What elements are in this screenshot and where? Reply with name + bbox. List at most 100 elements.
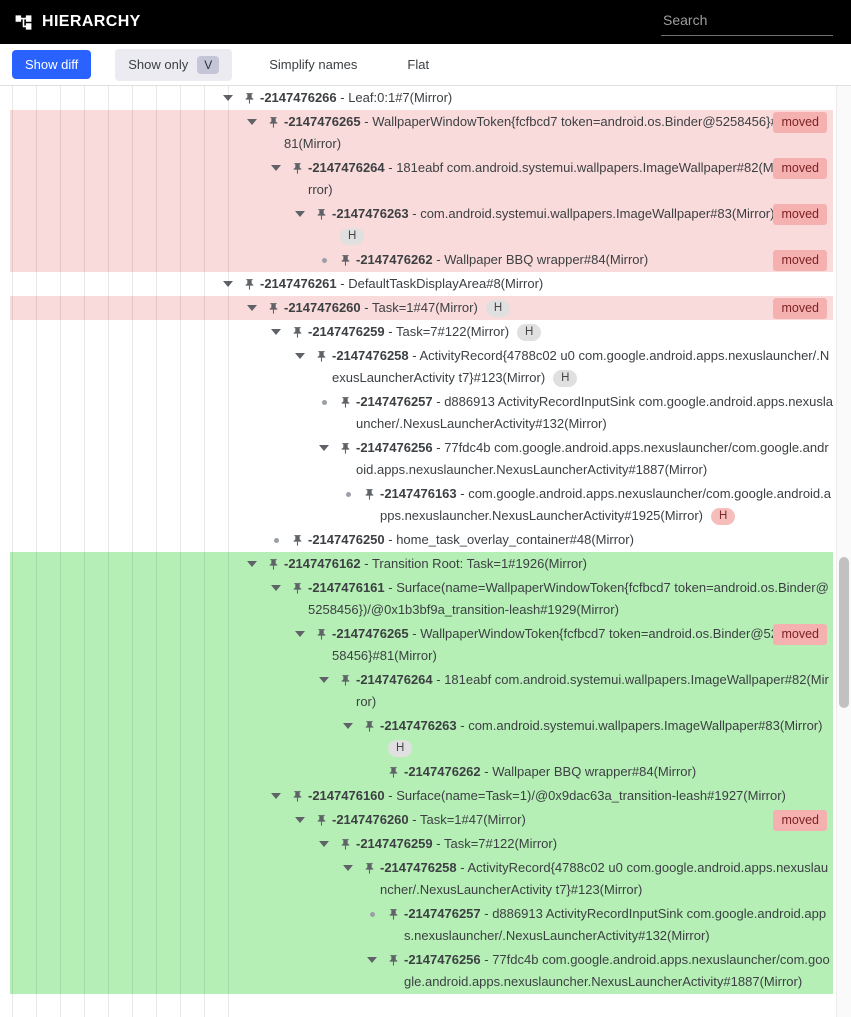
pin-icon[interactable] <box>262 553 284 575</box>
node-label: Transition Root: Task=1#1926(Mirror) <box>371 556 587 571</box>
pin-icon[interactable] <box>382 903 404 925</box>
node-id: -2147476258 <box>332 348 409 363</box>
collapse-arrow-icon[interactable] <box>218 87 238 109</box>
collapse-arrow-icon[interactable] <box>242 297 262 319</box>
collapse-arrow-icon[interactable] <box>218 273 238 295</box>
pin-icon[interactable] <box>310 345 332 367</box>
pin-icon[interactable] <box>286 529 308 551</box>
pin-icon[interactable] <box>262 297 284 319</box>
node-id: -2147476264 <box>308 160 385 175</box>
tree-node[interactable]: -2147476258 - ActivityRecord{4788c02 u0 … <box>10 344 833 390</box>
tree-node[interactable]: -2147476261 - DefaultTaskDisplayArea#8(M… <box>10 272 833 296</box>
scrollbar[interactable] <box>836 86 851 1017</box>
tree-node[interactable]: -2147476264 - 181eabf com.android.system… <box>10 156 833 202</box>
tree-node[interactable]: -2147476264 - 181eabf com.android.system… <box>10 668 833 714</box>
node-id: -2147476250 <box>308 532 385 547</box>
pin-icon[interactable] <box>334 669 356 691</box>
collapse-arrow-icon[interactable] <box>242 111 262 133</box>
collapse-arrow-icon[interactable] <box>266 321 286 343</box>
top-bar: HIERARCHY <box>0 0 851 44</box>
node-text: -2147476258 - ActivityRecord{4788c02 u0 … <box>380 860 829 897</box>
h-chip: H <box>485 300 511 317</box>
tree-node[interactable]: -2147476262 - Wallpaper BBQ wrapper#84(M… <box>10 248 833 272</box>
collapse-arrow-icon[interactable] <box>338 715 358 737</box>
pin-icon[interactable] <box>286 321 308 343</box>
pin-icon[interactable] <box>334 249 356 271</box>
tree-node[interactable]: -2147476250 - home_task_overlay_containe… <box>10 528 833 552</box>
tree-node[interactable]: -2147476263 - com.android.systemui.wallp… <box>10 202 833 248</box>
show-only-button[interactable]: Show only V <box>115 48 233 81</box>
tree-node[interactable]: -2147476259 - Task=7#122(Mirror)H <box>10 320 833 344</box>
tree-node[interactable]: -2147476161 - Surface(name=WallpaperWind… <box>10 576 833 622</box>
flat-button[interactable]: Flat <box>394 50 442 79</box>
collapse-arrow-icon[interactable] <box>266 577 286 599</box>
collapse-arrow-icon[interactable] <box>338 857 358 879</box>
scrollbar-thumb[interactable] <box>839 557 849 708</box>
pin-icon[interactable] <box>238 273 260 295</box>
tree-node[interactable]: -2147476260 - Task=1#47(Mirror)moved <box>10 808 833 832</box>
pin-icon[interactable] <box>286 577 308 599</box>
show-only-label: Show only <box>128 57 189 72</box>
collapse-arrow-icon[interactable] <box>362 949 382 971</box>
tree-node[interactable]: -2147476160 - Surface(name=Task=1)/@0x9d… <box>10 784 833 808</box>
collapse-arrow-icon[interactable] <box>314 669 334 691</box>
pin-icon[interactable] <box>262 111 284 133</box>
tree-node[interactable]: -2147476257 - d886913 ActivityRecordInpu… <box>10 390 833 436</box>
pin-icon[interactable] <box>334 437 356 459</box>
node-label: Task=1#47(Mirror) <box>371 300 478 315</box>
tree-node[interactable]: -2147476265 - WallpaperWindowToken{fcfbc… <box>10 622 833 668</box>
pin-icon[interactable] <box>334 833 356 855</box>
node-label: Task=1#47(Mirror) <box>419 812 526 827</box>
pin-icon[interactable] <box>358 483 380 505</box>
tree-node[interactable]: -2147476265 - WallpaperWindowToken{fcfbc… <box>10 110 833 156</box>
tree-rows: -2147476266 - Leaf:0:1#7(Mirror)-2147476… <box>0 86 833 994</box>
node-text: -2147476162 - Transition Root: Task=1#19… <box>284 556 587 571</box>
pin-icon[interactable] <box>310 809 332 831</box>
pin-icon[interactable] <box>310 203 332 225</box>
pin-icon[interactable] <box>310 623 332 645</box>
tree-node[interactable]: -2147476256 - 77fdc4b com.google.android… <box>10 436 833 482</box>
pin-icon[interactable] <box>358 857 380 879</box>
collapse-arrow-icon[interactable] <box>290 345 310 367</box>
tree-node[interactable]: -2147476257 - d886913 ActivityRecordInpu… <box>10 902 833 948</box>
collapse-arrow-icon[interactable] <box>242 553 262 575</box>
node-label: Wallpaper BBQ wrapper#84(Mirror) <box>492 764 697 779</box>
pin-icon[interactable] <box>382 949 404 971</box>
tree-node[interactable]: -2147476256 - 77fdc4b com.google.android… <box>10 948 833 994</box>
collapse-arrow-icon[interactable] <box>314 833 334 855</box>
pin-icon[interactable] <box>382 761 404 783</box>
tree-node[interactable]: -2147476163 - com.google.android.apps.ne… <box>10 482 833 528</box>
node-text: -2147476260 - Task=1#47(Mirror)H <box>284 297 833 319</box>
tree-node[interactable]: -2147476262 - Wallpaper BBQ wrapper#84(M… <box>10 760 833 784</box>
tree-node[interactable]: -2147476266 - Leaf:0:1#7(Mirror) <box>10 86 833 110</box>
collapse-arrow-icon[interactable] <box>266 157 286 179</box>
collapse-arrow-icon[interactable] <box>314 437 334 459</box>
node-text: -2147476161 - Surface(name=WallpaperWind… <box>308 580 829 617</box>
tree-node[interactable]: -2147476263 - com.android.systemui.wallp… <box>10 714 833 760</box>
marker-spacer <box>362 761 382 783</box>
simplify-names-button[interactable]: Simplify names <box>256 50 370 79</box>
node-id: -2147476265 <box>332 626 409 641</box>
tree-node[interactable]: -2147476259 - Task=7#122(Mirror) <box>10 832 833 856</box>
leaf-bullet-icon <box>338 483 358 505</box>
collapse-arrow-icon[interactable] <box>290 203 310 225</box>
collapse-arrow-icon[interactable] <box>290 809 310 831</box>
hierarchy-tree: -2147476266 - Leaf:0:1#7(Mirror)-2147476… <box>0 86 851 1017</box>
node-text: -2147476256 - 77fdc4b com.google.android… <box>404 952 830 989</box>
pin-icon[interactable] <box>358 715 380 737</box>
node-label: 181eabf com.android.systemui.wallpapers.… <box>308 160 777 197</box>
app-title: HIERARCHY <box>42 13 141 30</box>
moved-badge: moved <box>773 204 827 225</box>
pin-icon[interactable] <box>334 391 356 413</box>
collapse-arrow-icon[interactable] <box>290 623 310 645</box>
pin-icon[interactable] <box>238 87 260 109</box>
tree-node[interactable]: -2147476162 - Transition Root: Task=1#19… <box>10 552 833 576</box>
collapse-arrow-icon[interactable] <box>266 785 286 807</box>
tree-node[interactable]: -2147476258 - ActivityRecord{4788c02 u0 … <box>10 856 833 902</box>
pin-icon[interactable] <box>286 157 308 179</box>
show-diff-button[interactable]: Show diff <box>12 50 92 79</box>
node-id: -2147476263 <box>380 718 457 733</box>
search-input[interactable] <box>661 8 833 36</box>
pin-icon[interactable] <box>286 785 308 807</box>
